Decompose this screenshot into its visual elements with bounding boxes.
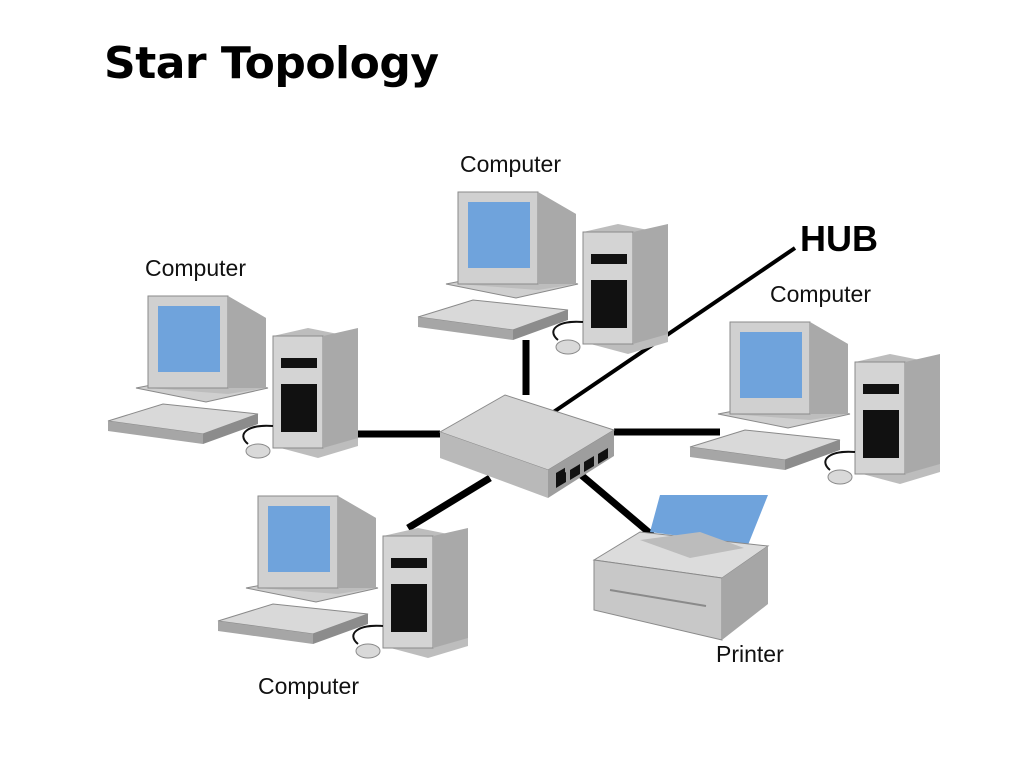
computer-right [689,321,941,485]
cables [340,340,720,538]
computer-left [107,295,359,459]
computer-top [417,191,669,355]
computer-bottom [217,495,469,659]
label-computer-right: Computer [770,281,871,307]
label-computer-bottom: Computer [258,673,359,699]
label-printer: Printer [716,641,784,667]
hub-device [438,394,616,498]
page-title: Star Topology [104,38,439,89]
cable-printer [577,471,655,538]
label-computer-left: Computer [145,255,246,281]
label-computer-top: Computer [460,151,561,177]
label-hub: HUB [800,218,878,259]
cable-bottom [406,475,492,531]
printer [592,495,770,641]
